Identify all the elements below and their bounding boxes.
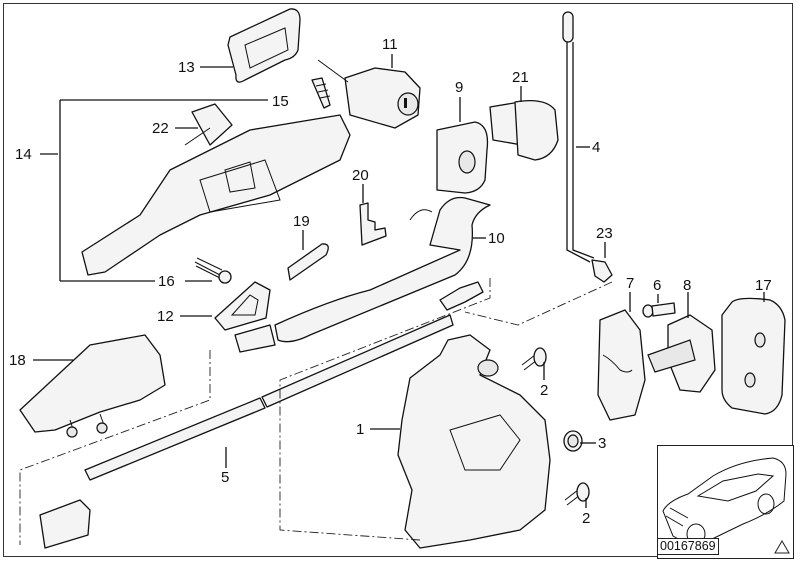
part-12-gasket[interactable] <box>214 281 276 353</box>
part-21-cover-cap[interactable] <box>489 99 559 161</box>
callout-10: 10 <box>488 230 505 247</box>
callout-17: 17 <box>755 277 772 294</box>
part-13-gasket[interactable] <box>227 8 301 83</box>
callout-6: 6 <box>653 277 661 294</box>
part-6-screw[interactable] <box>642 302 676 318</box>
part-18-inner-handle[interactable] <box>19 334 166 438</box>
part-5-cable[interactable] <box>39 281 484 549</box>
part-23-clip[interactable] <box>591 259 613 283</box>
part-2-screw-lower[interactable] <box>564 482 590 506</box>
callout-2-upper: 2 <box>540 382 548 399</box>
assembly-line <box>279 278 491 541</box>
part-2-screw-upper[interactable] <box>521 347 547 371</box>
part-22-clip[interactable] <box>184 103 233 146</box>
callout-2-lower: 2 <box>582 510 590 527</box>
callout-22: 22 <box>152 120 169 137</box>
callout-12: 12 <box>157 308 174 325</box>
callout-9: 9 <box>455 79 463 96</box>
callout-11: 11 <box>382 36 398 53</box>
warning-triangle-icon <box>774 540 790 554</box>
part-14-handle-carrier[interactable] <box>81 114 351 276</box>
part-20-bracket[interactable] <box>359 202 387 246</box>
assembly-line <box>464 281 613 326</box>
part-16-screw[interactable] <box>194 257 232 284</box>
callout-19: 19 <box>293 213 310 230</box>
callout-14: 14 <box>15 146 32 163</box>
leader-lines <box>33 54 765 508</box>
callout-4: 4 <box>592 139 600 156</box>
part-19-spring[interactable] <box>287 243 329 281</box>
assembly-line <box>19 350 211 545</box>
callout-1: 1 <box>356 421 364 438</box>
callout-18: 18 <box>9 352 26 369</box>
part-7-cover-plate[interactable] <box>597 309 646 421</box>
part-11-lock-cylinder[interactable] <box>317 59 421 129</box>
callout-15: 15 <box>272 93 289 110</box>
part-1-door-lock[interactable] <box>397 334 551 549</box>
callout-20: 20 <box>352 167 369 184</box>
callout-3: 3 <box>598 435 606 452</box>
callout-16: 16 <box>158 273 175 290</box>
callout-13: 13 <box>178 59 195 76</box>
part-9-cap[interactable] <box>436 121 489 194</box>
part-4-rod[interactable] <box>562 11 595 263</box>
callout-5: 5 <box>221 469 229 486</box>
diagram-frame <box>3 3 793 557</box>
part-3-bushing[interactable] <box>563 430 583 452</box>
callout-21: 21 <box>512 69 529 86</box>
part-17-plate[interactable] <box>721 297 786 415</box>
part-15-screw[interactable] <box>311 77 331 109</box>
callout-7: 7 <box>626 275 634 292</box>
part-10-outer-handle[interactable] <box>274 196 491 343</box>
diagram-id-label: 00167869 <box>657 538 719 555</box>
callout-23: 23 <box>596 225 613 242</box>
part-8-striker[interactable] <box>647 314 716 393</box>
callout-8: 8 <box>683 277 691 294</box>
